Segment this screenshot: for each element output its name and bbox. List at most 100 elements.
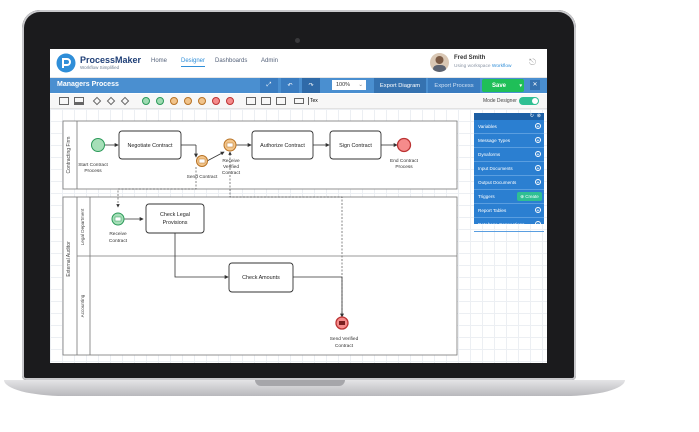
- intermediate-timer-event-icon[interactable]: [184, 97, 192, 105]
- end-label-2: Process: [395, 164, 413, 170]
- task-label-authorize: Authorize Contract: [260, 143, 305, 149]
- avatar[interactable]: [430, 53, 449, 72]
- pool-tool-icon[interactable]: [246, 97, 256, 105]
- panel-item-dynaforms[interactable]: Dynaforms+: [474, 148, 544, 162]
- task-tool-icon[interactable]: [59, 97, 69, 105]
- lane-tool-icon[interactable]: [261, 97, 271, 105]
- save-button[interactable]: Save▾: [482, 79, 524, 92]
- export-diagram-button[interactable]: Export Diagram: [374, 78, 426, 93]
- gateway-parallel-icon[interactable]: [106, 96, 116, 106]
- intermediate-message-event-icon[interactable]: [198, 97, 206, 105]
- create-trigger-button[interactable]: ⊕ Create: [517, 192, 542, 201]
- zoom-select[interactable]: 100%⌄: [332, 80, 366, 90]
- task-label-legal-1: Check Legal: [160, 212, 190, 218]
- send-verified-label-1: Send Verified: [330, 336, 359, 342]
- nav-home[interactable]: Home: [151, 58, 168, 64]
- intermediate-event-icon[interactable]: [170, 97, 178, 105]
- gateway-inclusive-icon[interactable]: [120, 96, 130, 106]
- nav-dashboards[interactable]: Dashboards: [215, 58, 248, 64]
- workspace-link[interactable]: Workflow: [491, 64, 512, 69]
- recv-label-2: Contract: [109, 238, 128, 244]
- start-event[interactable]: [91, 138, 105, 152]
- recv-verified-label-3: Contract: [222, 170, 241, 176]
- diagram-canvas[interactable]: Contracting Firm External Auditor Legal …: [50, 109, 547, 363]
- fullscreen-icon[interactable]: ⤢: [260, 78, 278, 93]
- brand-name: ProcessMaker: [80, 55, 142, 65]
- send-verified-label-2: Contract: [335, 343, 354, 349]
- add-icon[interactable]: +: [535, 165, 541, 172]
- recv-verified-label-2: Verified: [223, 164, 239, 170]
- start-label-1: Start Contract: [78, 162, 108, 168]
- undo-icon[interactable]: ↶: [281, 78, 299, 93]
- start-message-event-icon[interactable]: [156, 97, 164, 105]
- shape-toolbar: Tex Mode Designer: [50, 94, 547, 109]
- panel-item-input-documents[interactable]: Input Documents+: [474, 162, 544, 176]
- process-title-bar: Managers Process ⤢ ↶ ↷ 100%⌄ Export Diag…: [50, 78, 547, 93]
- start-label-2: Process: [84, 168, 102, 174]
- task-authorize-contract[interactable]: [251, 130, 314, 160]
- end-event[interactable]: [396, 137, 412, 153]
- panel-item-output-documents[interactable]: Output Documents+: [474, 176, 544, 190]
- gateway-exclusive-icon[interactable]: [92, 96, 102, 106]
- task-check-legal-provisions[interactable]: [145, 203, 205, 234]
- add-icon[interactable]: +: [535, 221, 541, 228]
- start-event-icon[interactable]: [142, 97, 150, 105]
- add-icon[interactable]: +: [535, 151, 541, 158]
- redo-icon[interactable]: ↷: [302, 78, 320, 93]
- envelope-icon: [226, 142, 234, 148]
- close-icon[interactable]: ✕: [530, 80, 540, 90]
- refresh-icon[interactable]: ↻: [529, 113, 534, 119]
- add-icon[interactable]: +: [535, 137, 541, 144]
- task-label-legal-2: Provisions: [163, 220, 188, 226]
- end-message-event-icon[interactable]: [212, 97, 220, 105]
- task-negotiate-contract[interactable]: [118, 130, 182, 160]
- designer-side-panel: ↻ ⊗ Variables+ Message Types+ Dynaforms+…: [474, 113, 544, 232]
- lane-label-legal: Legal Department: [80, 208, 85, 245]
- nav-designer[interactable]: Designer: [181, 58, 206, 67]
- annotation-text-icon[interactable]: Tex: [308, 97, 318, 105]
- end-label-1: End Contract: [390, 158, 419, 164]
- processmaker-logo-icon: [56, 53, 76, 73]
- task-check-amounts[interactable]: [228, 262, 294, 293]
- subprocess-tool-icon[interactable]: [74, 97, 84, 105]
- pool-label-external-auditor: External Auditor: [66, 241, 72, 277]
- text-annotation-icon[interactable]: [294, 98, 304, 104]
- export-process-button[interactable]: Export Process: [428, 78, 480, 93]
- task-sign-contract[interactable]: [329, 130, 382, 160]
- nav-admin[interactable]: Admin: [261, 58, 279, 64]
- brand-tagline: Workflow Simplified: [80, 65, 120, 70]
- panel-item-triggers[interactable]: Triggers⊕ Create: [474, 190, 544, 204]
- user-workspace: Using workspace Workflow: [454, 64, 512, 69]
- mode-designer-toggle[interactable]: [519, 97, 539, 105]
- recv-verified-label-1: Receive: [222, 158, 240, 164]
- send-contract-label: Send Contract: [187, 174, 218, 180]
- recv-label-1: Receive: [109, 231, 127, 237]
- add-icon[interactable]: +: [535, 123, 541, 130]
- camera-dot: [295, 38, 300, 43]
- add-icon[interactable]: +: [535, 207, 541, 214]
- chevron-down-icon: ⌄: [358, 82, 363, 88]
- top-navbar: ProcessMaker Workflow Simplified Home De…: [50, 49, 547, 78]
- task-label-sign: Sign Contract: [339, 143, 372, 149]
- add-icon: ⊕: [520, 194, 524, 199]
- page-title: Managers Process: [57, 81, 119, 88]
- task-label-negotiate: Negotiate Contract: [128, 143, 173, 149]
- bpmn-diagram: Contracting Firm External Auditor Legal …: [62, 120, 458, 356]
- lane-label-accounting: Accounting: [80, 294, 85, 317]
- panel-item-message-types[interactable]: Message Types+: [474, 134, 544, 148]
- vertical-lane-tool-icon[interactable]: [276, 97, 286, 105]
- save-dropdown-icon[interactable]: ▾: [519, 82, 522, 89]
- pool-label-contracting-firm: Contracting Firm: [66, 137, 72, 174]
- panel-item-variables[interactable]: Variables+: [474, 120, 544, 134]
- app-screen: ProcessMaker Workflow Simplified Home De…: [50, 49, 547, 363]
- end-event-icon[interactable]: [226, 97, 234, 105]
- add-icon[interactable]: +: [535, 179, 541, 186]
- logout-icon[interactable]: ⎋: [529, 57, 537, 67]
- envelope-icon: [198, 158, 206, 164]
- envelope-icon: [114, 216, 122, 222]
- panel-item-report-tables[interactable]: Report Tables+: [474, 204, 544, 218]
- panel-header: ↻ ⊗: [474, 113, 544, 120]
- close-panel-icon[interactable]: ⊗: [536, 113, 541, 119]
- laptop-notch: [255, 380, 345, 386]
- panel-item-database-connections[interactable]: Database Connections+: [474, 218, 544, 232]
